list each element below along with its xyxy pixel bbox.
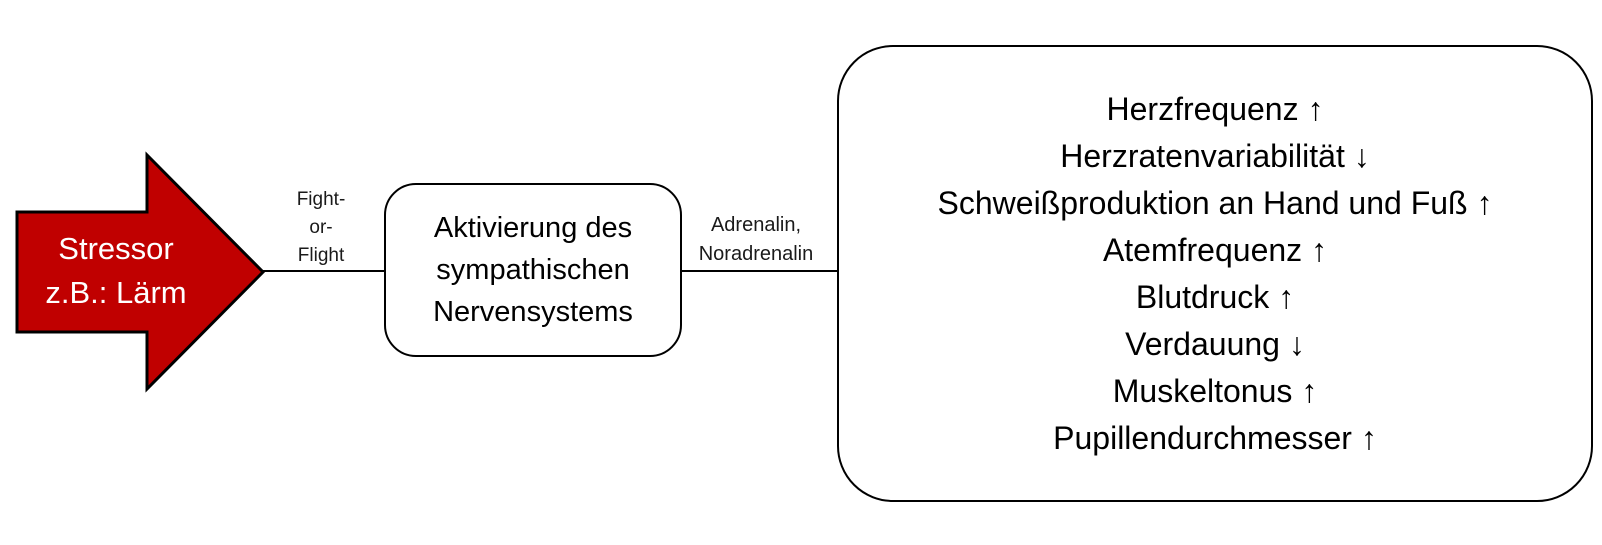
- fight-or-flight-line1: Fight-: [296, 189, 346, 210]
- effect-item-blutdruck: Blutdruck ↑: [1135, 278, 1295, 315]
- activation-line2: sympathischen: [436, 254, 630, 286]
- connector-line-activation-to-effects: [680, 270, 838, 272]
- connector-line-stressor-to-activation: [261, 270, 385, 272]
- fight-or-flight-label: Fight- or- Flight: [262, 186, 380, 270]
- effect-item-herzratenvariabilitaet: Herzratenvariabilität ↓: [1060, 137, 1370, 174]
- activation-line3: Nervensystems: [433, 296, 633, 328]
- fight-or-flight-line3: Flight: [297, 245, 345, 266]
- effect-item-muskeltonus: Muskeltonus ↑: [1112, 372, 1318, 409]
- effect-item-atemfrequenz: Atemfrequenz ↑: [1102, 231, 1328, 268]
- stressor-label-line1: Stressor: [58, 231, 174, 266]
- activation-line1: Aktivierung des: [433, 212, 633, 244]
- stressor-label: Stressor z.B.: Lärm: [18, 227, 214, 315]
- activation-box: Aktivierung des sympathischen Nervensyst…: [384, 183, 682, 357]
- stressor-label-line2: z.B.: Lärm: [45, 275, 187, 310]
- transmitters-label: Adrenalin, Noradrenalin: [668, 211, 844, 269]
- transmitters-line1: Adrenalin,: [710, 214, 802, 236]
- effect-item-schweissproduktion: Schweißproduktion an Hand und Fuß ↑: [937, 184, 1493, 221]
- fight-or-flight-line2: or-: [309, 217, 333, 238]
- effect-item-pupillendurchmesser: Pupillendurchmesser ↑: [1053, 419, 1377, 456]
- effect-item-verdauung: Verdauung ↓: [1125, 325, 1305, 362]
- effects-box: Herzfrequenz ↑ Herzratenvariabilität ↓ S…: [837, 45, 1593, 502]
- effect-item-herzfrequenz: Herzfrequenz ↑: [1106, 90, 1324, 127]
- transmitters-line2: Noradrenalin: [698, 243, 814, 265]
